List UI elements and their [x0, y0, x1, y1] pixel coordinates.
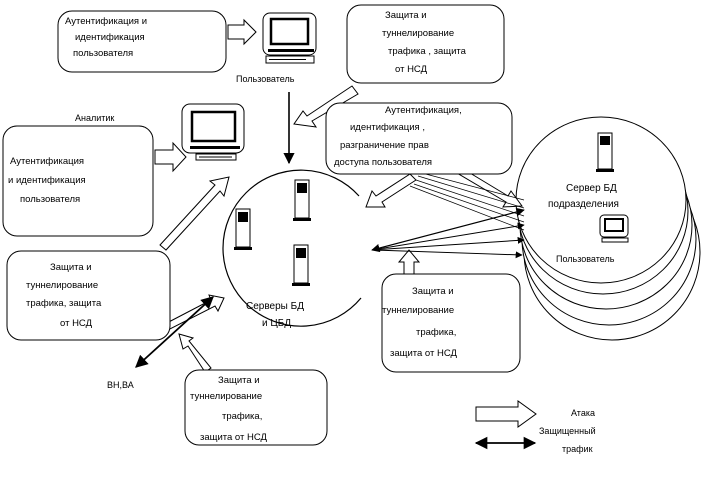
box-line: Защита и — [385, 10, 427, 21]
box-line: Аутентификация, — [385, 105, 462, 116]
legend-attack-label: Атака — [571, 408, 595, 418]
box-line: доступа пользователя — [334, 157, 432, 168]
legend-protected-label-line: Защищенный — [539, 426, 596, 436]
box-line: от НСД — [395, 64, 428, 75]
attack-arrow-user-top — [227, 18, 257, 46]
attack-arrow-top-right — [293, 85, 359, 128]
legend-protected-label-line: трафик — [562, 444, 593, 454]
box-line: пользователя — [73, 48, 133, 59]
user-top-computer-icon — [262, 12, 317, 64]
box-auth-access: Аутентификация, идентификация , разграни… — [325, 102, 513, 175]
central-servers-ring — [222, 169, 362, 327]
box-line: разграничение прав — [340, 140, 429, 151]
analyst-label: Аналитик — [75, 113, 114, 123]
servers-label-line: и ЦБД — [262, 318, 291, 329]
branch-server-label-line: подразделения — [548, 199, 619, 210]
box-line: защита от НСД — [390, 348, 458, 359]
box-line: пользователя — [20, 194, 80, 205]
server-tower-icon — [292, 244, 310, 286]
user-top-label: Пользователь — [236, 74, 295, 84]
box-line: Защита и — [412, 286, 454, 297]
box-line: и идентификация — [8, 175, 86, 186]
box-protect-right: Защита и туннелирование трафика, защита … — [381, 273, 521, 373]
branch-user-computer-icon — [599, 214, 629, 243]
branch-user-label: Пользователь — [556, 254, 615, 264]
connection-lines — [135, 92, 525, 368]
branch-server-label-line: Сервер БД — [566, 183, 617, 194]
box-line: трафика, — [222, 411, 262, 422]
box-line: Защита и — [50, 262, 92, 273]
box-line: от НСД — [60, 318, 93, 329]
box-line: защита от НСД — [200, 432, 268, 443]
box-protect-bottom: Защита и туннелирование трафика, защита … — [184, 369, 328, 446]
servers-label-line: Серверы БД — [246, 301, 304, 312]
box-line: трафика, защита — [26, 298, 102, 309]
box-line: идентификация , — [350, 122, 425, 133]
box-line: Защита и — [218, 375, 260, 386]
vn-va-label: ВН,ВА — [107, 380, 134, 390]
branch-server-tower-icon — [596, 132, 614, 172]
attack-arrow-auth-to-branch — [456, 166, 523, 208]
box-line: туннелирование — [382, 28, 454, 39]
attack-arrow-bottom — [178, 333, 212, 373]
box-auth-user-top: Аутентификация и идентификация пользоват… — [57, 10, 227, 73]
analyst-computer-icon — [181, 103, 245, 161]
legend-attack-arrow — [475, 400, 537, 428]
attack-arrow-analyst — [154, 141, 187, 173]
server-tower-icon — [293, 179, 311, 221]
box-line: Аутентификация — [10, 156, 84, 167]
legend: Атака Защищенный трафик — [474, 400, 596, 454]
box-line: трафика, — [416, 327, 456, 338]
box-auth-analyst: Аутентификация и идентификация пользоват… — [2, 125, 154, 237]
box-line: туннелирование — [26, 280, 98, 291]
box-line: Аутентификация и — [65, 16, 147, 27]
server-tower-icon — [234, 208, 252, 250]
box-protect-left: Защита и туннелирование трафика, защита … — [6, 250, 171, 341]
attack-arrow-auth-to-ring — [365, 173, 417, 208]
box-line: туннелирование — [382, 305, 454, 316]
attack-arrow-left — [162, 294, 225, 332]
box-line: туннелирование — [190, 391, 262, 402]
box-protect-top: Защита и туннелирование трафика , защита… — [346, 4, 505, 84]
box-line: идентификация — [75, 32, 145, 43]
attack-arrow-analyst-up — [159, 176, 230, 251]
box-line: трафика , защита — [388, 46, 467, 57]
